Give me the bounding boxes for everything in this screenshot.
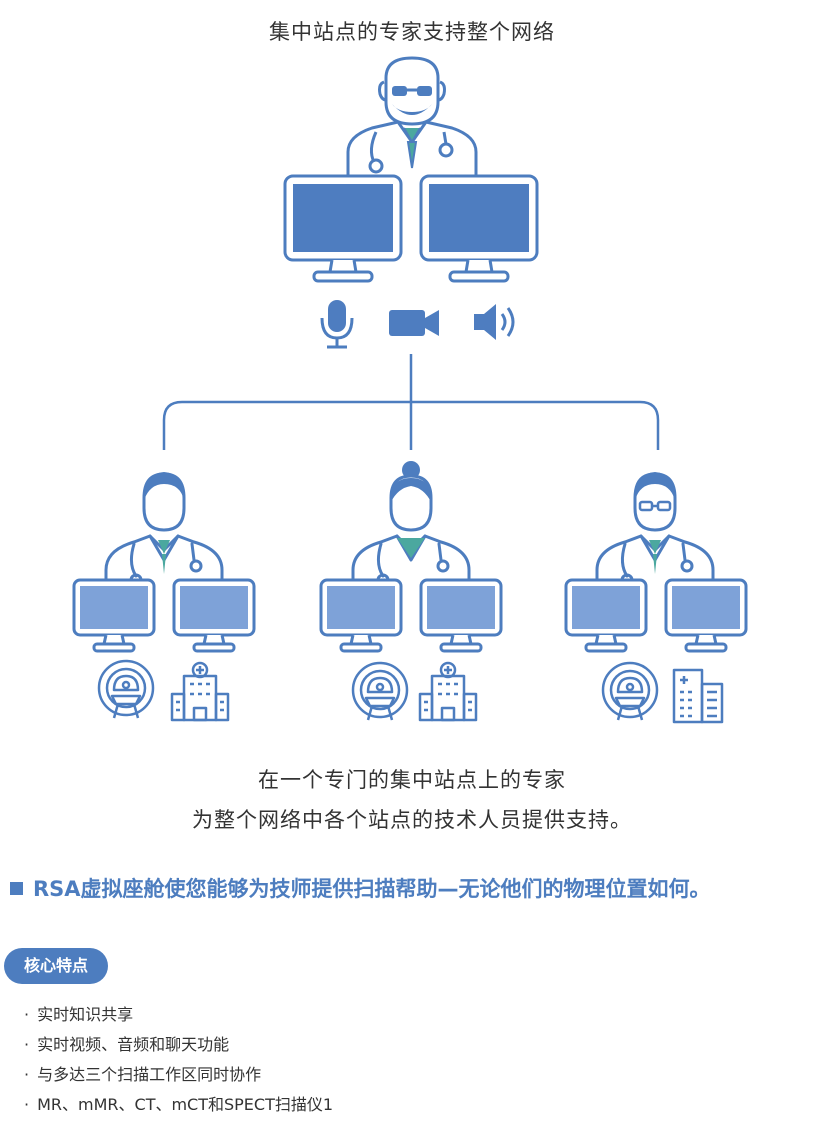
feature-item: MR、mMR、CT、mCT和SPECT扫描仪1 [24,1090,333,1120]
highlight-statement: RSA虚拟座舱使您能够为技师提供扫描帮助—无论他们的物理位置如何。 [10,873,824,903]
caption-line-2: 为整个网络中各个站点的技术人员提供支持。 [192,808,632,832]
expert-monitor-right [419,174,539,283]
site-technologist-2 [351,461,471,612]
speaker-icon [474,304,515,340]
feature-item: 实时视频、音频和聊天功能 [24,1030,333,1060]
square-bullet-icon [10,882,23,895]
hospital-icon [170,661,230,722]
feature-item: 实时知识共享 [24,1000,333,1030]
network-diagram [72,56,748,724]
hospital-icon [418,661,478,722]
caption-line-1: 在一个专门的集中站点上的专家 [258,768,566,792]
site2-monitor-left [319,578,403,653]
site1-monitor-left [72,578,156,653]
clinic-building-icon [672,668,724,724]
highlight-text: RSA虚拟座舱使您能够为技师提供扫描帮助—无论他们的物理位置如何。 [33,877,711,901]
scanner-icon [601,661,659,722]
scanner-icon [351,661,409,722]
site2-monitor-right [419,578,503,653]
site3-monitor-left [564,578,648,653]
network-connectors [162,354,660,450]
site-technologist-3 [595,472,715,612]
feature-item: 与多达三个扫描工作区同时协作 [24,1060,333,1090]
expert-monitor-left [283,174,403,283]
video-camera-icon [389,310,439,336]
site1-monitor-right [172,578,256,653]
scanner-icon [97,659,155,720]
site3-monitor-right [664,578,748,653]
site-technologist-1 [104,472,224,612]
feature-list: 实时知识共享 实时视频、音频和聊天功能 与多达三个扫描工作区同时协作 MR、mM… [24,1000,333,1120]
diagram-title: 集中站点的专家支持整个网络 [269,20,555,44]
microphone-icon [320,300,354,349]
expert-doctor [346,56,478,176]
key-features-badge: 核心特点 [4,948,109,984]
